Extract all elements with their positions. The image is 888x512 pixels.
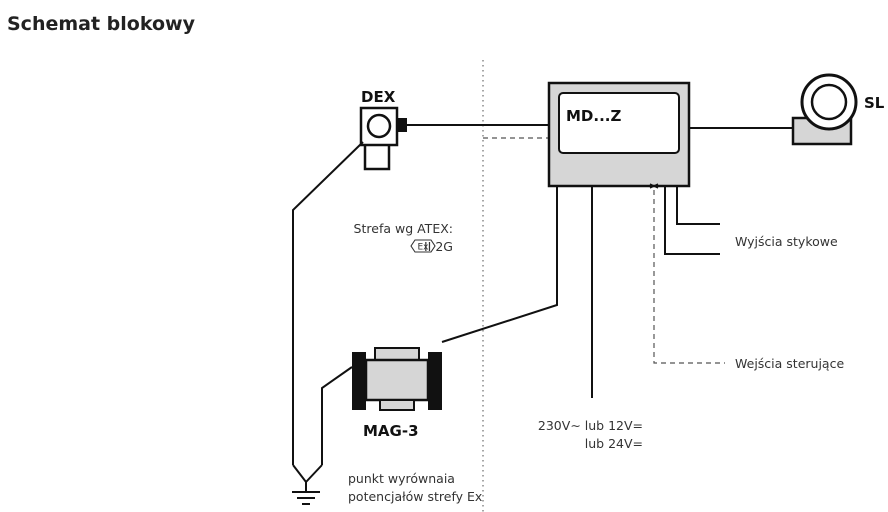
controller-md-z	[547, 81, 691, 188]
signal-label: SL	[864, 94, 885, 112]
relay-output-line-2	[664, 186, 720, 255]
signal-inner-ring	[810, 83, 848, 121]
controller-meter-cable	[441, 186, 558, 343]
dex-label: DEX	[361, 88, 396, 106]
mag3-meter	[352, 347, 442, 411]
dex-connector	[397, 118, 407, 132]
zone-label-line-2: II 2G	[424, 239, 453, 254]
relay-output-line-1	[676, 186, 720, 225]
dex-lens	[366, 113, 392, 139]
power-label-line-1: 230V∼ lub 12V=	[538, 418, 643, 433]
control-input-line	[653, 190, 725, 364]
ex-symbol-icon: Ex	[410, 239, 436, 253]
dex-ground-cable	[292, 141, 364, 465]
zone-label-line-1: Strefa wg ATEX:	[354, 221, 453, 236]
mag3-body	[364, 358, 430, 402]
control-input-mark-icon	[649, 183, 659, 189]
relay-outputs-label: Wyjścia stykowe	[735, 234, 838, 249]
mag3-label: MAG-3	[363, 422, 419, 440]
ground-label-line-2: potencjałów strefy Ex	[348, 489, 482, 504]
mag3-left-flange	[352, 352, 366, 410]
ground-junction	[292, 464, 323, 484]
mag3-bottom-cap	[379, 399, 415, 411]
mag3-right-flange	[428, 352, 442, 410]
controller-label: MD...Z	[566, 107, 621, 125]
ground-icon	[292, 482, 320, 505]
ex-symbol-text: Ex	[417, 243, 429, 253]
controller-display	[558, 92, 680, 154]
power-label-line-2: lub 24V=	[585, 436, 643, 451]
control-inputs-label: Wejścia sterujące	[735, 356, 844, 371]
dex-stem	[363, 141, 391, 171]
ground-label-line-1: punkt wyrównaia	[348, 471, 455, 486]
mag3-top-cap	[374, 347, 420, 361]
dex-sensor	[359, 106, 407, 171]
signal-device	[791, 73, 858, 146]
diagram-title: Schemat blokowy	[7, 13, 196, 35]
meter-ground-cable	[321, 366, 353, 465]
